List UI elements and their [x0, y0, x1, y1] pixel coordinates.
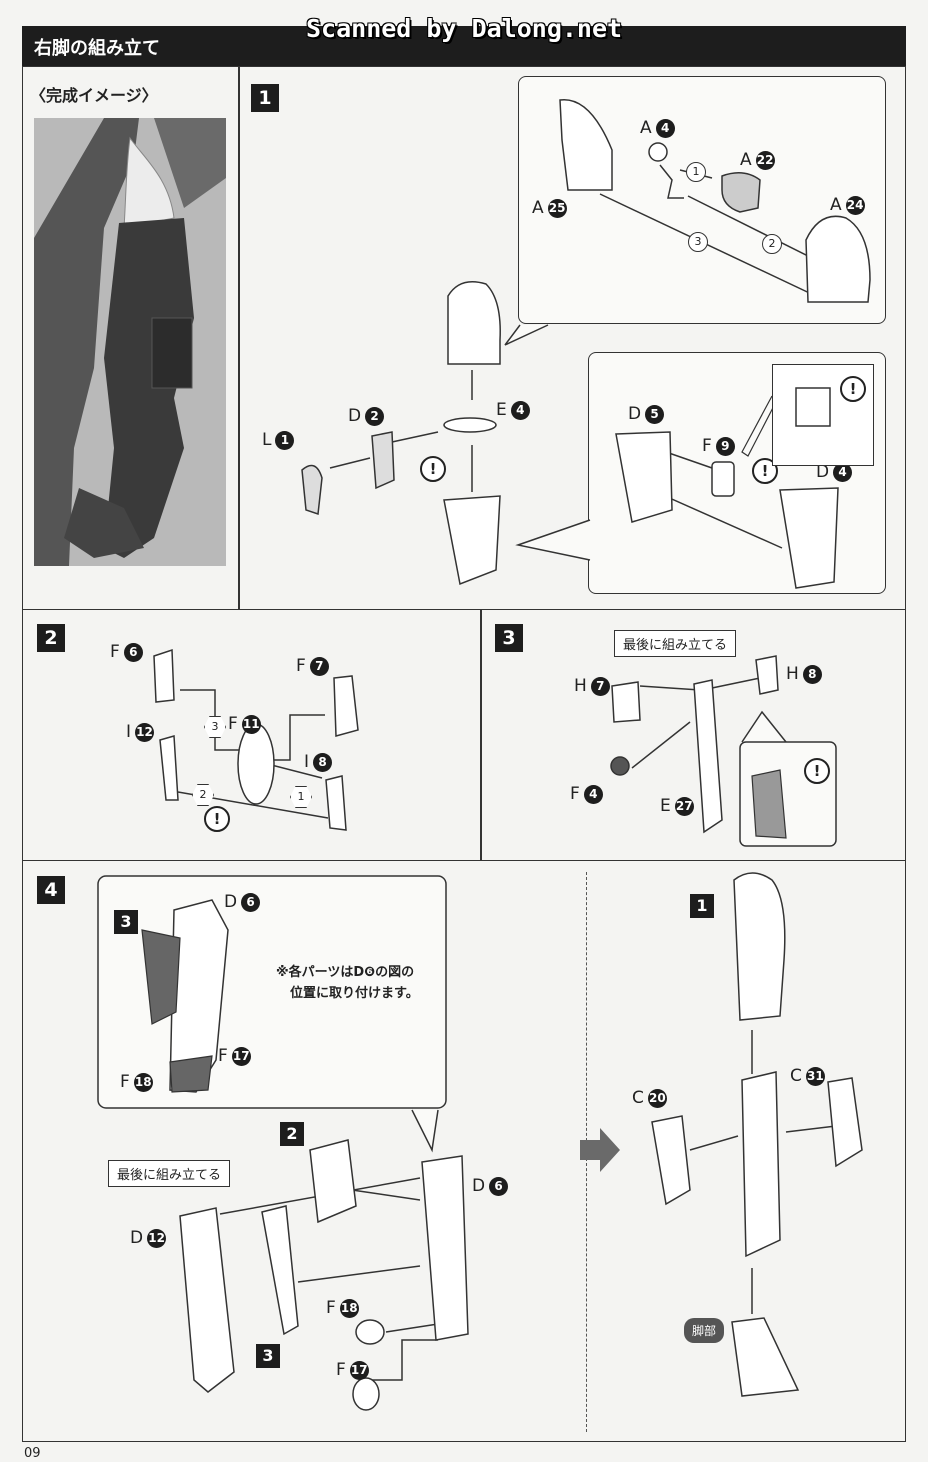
caution-icon: ! — [752, 458, 778, 484]
leg-part-label: 脚部 — [684, 1318, 725, 1343]
order-marker-1: 1 — [686, 162, 706, 182]
page-title: 右脚の組み立て — [34, 38, 160, 59]
bottom-row-frame — [22, 860, 906, 1442]
caution-icon: ! — [204, 806, 230, 832]
page-number: 09 — [24, 1446, 41, 1461]
preview-label: 〈完成イメージ〉 — [30, 86, 158, 105]
title-bar — [22, 26, 906, 66]
order-marker-2: 2 — [192, 784, 214, 806]
preview-image — [34, 118, 226, 566]
sub-step-ref: 2 — [280, 1122, 304, 1146]
preview-divider — [238, 66, 240, 610]
leg-preview-illustration — [34, 118, 226, 566]
caution-icon: ! — [840, 376, 866, 402]
step4-note-line2: 位置に取り付けます。 — [290, 986, 419, 1001]
caution-icon: ! — [804, 758, 830, 784]
scan-watermark: Scanned by Dalong.net — [306, 14, 623, 43]
step2-step3-divider — [480, 609, 482, 861]
assemble-last-note: 最後に組み立てる — [614, 630, 737, 657]
caution-icon: ! — [420, 456, 446, 482]
step2-number: 2 — [37, 624, 65, 652]
step3-number: 3 — [495, 624, 523, 652]
step1-number: 1 — [251, 84, 279, 112]
final-step-ref: 1 — [690, 894, 714, 918]
step4-number: 4 — [37, 876, 65, 904]
sub-step-ref: 3 — [256, 1344, 280, 1368]
order-marker-1: 1 — [290, 786, 312, 808]
order-marker-2: 2 — [762, 234, 782, 254]
order-marker-3: 3 — [688, 232, 708, 252]
order-marker-3: 3 — [204, 716, 226, 738]
sub-step-ref: 3 — [114, 910, 138, 934]
step4-note-line1: ※各パーツはD❻の図の — [276, 965, 415, 980]
assemble-last-note: 最後に組み立てる — [108, 1160, 231, 1187]
